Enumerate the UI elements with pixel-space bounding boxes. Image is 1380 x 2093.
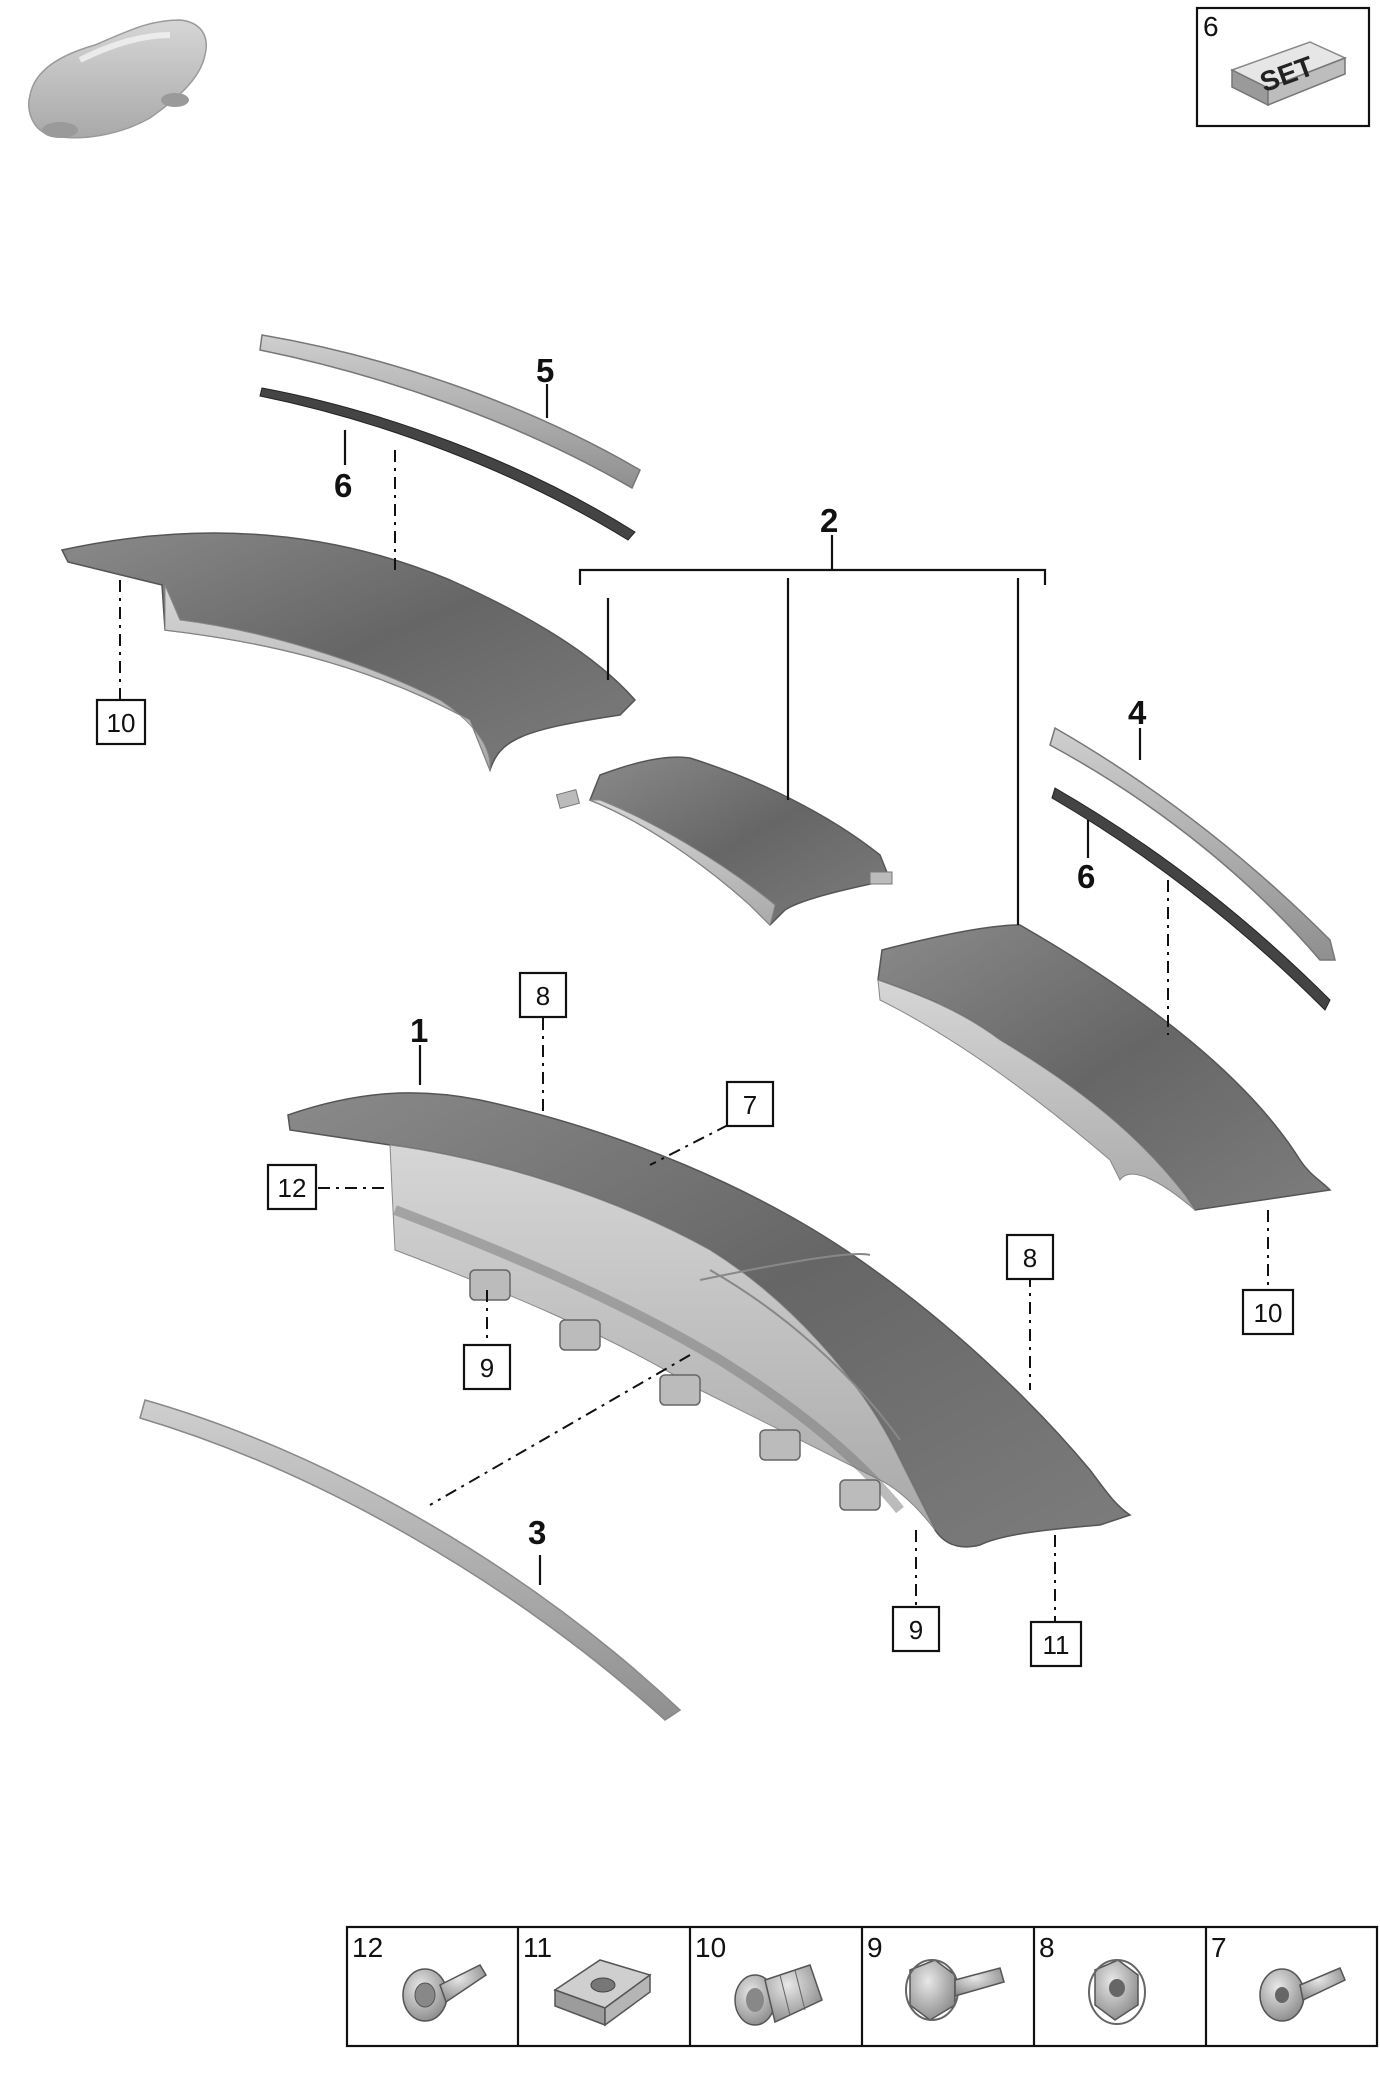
part-4-trim-strip [1049, 726, 1336, 961]
torx-pan-screw-icon [1259, 1967, 1346, 2022]
callout-6-right: 6 [1077, 858, 1095, 895]
svg-text:9: 9 [909, 1615, 923, 1645]
callout-4: 4 [1128, 694, 1147, 731]
svg-text:7: 7 [743, 1090, 757, 1120]
svg-text:12: 12 [278, 1173, 307, 1203]
part-2-middle-panel [555, 756, 893, 927]
callout-6-upper: 6 [334, 467, 352, 504]
callout-5: 5 [536, 352, 554, 389]
box-callout-12: 12 [266, 1163, 318, 1211]
leader-lines [119, 384, 1269, 1630]
set-box: 6 SET [1195, 6, 1371, 128]
legend-number-11: 11 [523, 1932, 552, 1963]
box-callout-8-right: 8 [1005, 1233, 1055, 1281]
spring-nut-icon [553, 1959, 652, 2027]
part-6-seal-strip-right [1051, 787, 1331, 1011]
expansion-rivet-icon [734, 1964, 823, 2026]
part-2-right-panel [877, 924, 1332, 1211]
svg-text:8: 8 [1023, 1243, 1037, 1273]
legend-number-9: 9 [867, 1932, 883, 1963]
legend-number-8: 8 [1039, 1932, 1055, 1963]
part-2-left-panel [60, 532, 637, 773]
callout-1: 1 [410, 1012, 428, 1049]
box-callout-8-top: 8 [518, 971, 568, 1019]
clip-screw-icon [402, 1964, 488, 2022]
part-6-seal-strip [259, 387, 636, 541]
set-box-number: 6 [1203, 11, 1219, 42]
part-3-lower-strip [139, 1399, 682, 1721]
svg-text:10: 10 [107, 708, 136, 738]
part-1-spoiler-assembly [287, 1092, 1132, 1548]
legend-number-10: 10 [695, 1932, 726, 1963]
svg-text:10: 10 [1254, 1298, 1283, 1328]
legend-number-12: 12 [352, 1932, 383, 1963]
legend-number-7: 7 [1211, 1932, 1227, 1963]
svg-text:8: 8 [536, 981, 550, 1011]
svg-text:9: 9 [480, 1353, 494, 1383]
part-5-trim-strip [259, 334, 641, 490]
hex-flange-bolt-icon [905, 1959, 1005, 2021]
box-callout-7: 7 [725, 1080, 775, 1128]
hex-flange-nut-icon [1088, 1959, 1146, 2025]
svg-text:11: 11 [1043, 1630, 1070, 1660]
callout-2: 2 [820, 502, 838, 539]
mount-bracket-icon [469, 1269, 881, 1511]
callout-3: 3 [528, 1514, 546, 1551]
box-callout-11: 11 [1029, 1620, 1083, 1668]
box-callout-10-right: 10 [1241, 1288, 1295, 1336]
vehicle-thumbnail-icon [28, 19, 207, 139]
box-callout-10-left: 10 [95, 698, 147, 746]
box-callout-9-bottom: 9 [891, 1605, 941, 1653]
box-callout-9-left: 9 [462, 1343, 512, 1391]
fastener-legend: 12 11 10 9 8 7 [345, 1925, 1379, 2048]
